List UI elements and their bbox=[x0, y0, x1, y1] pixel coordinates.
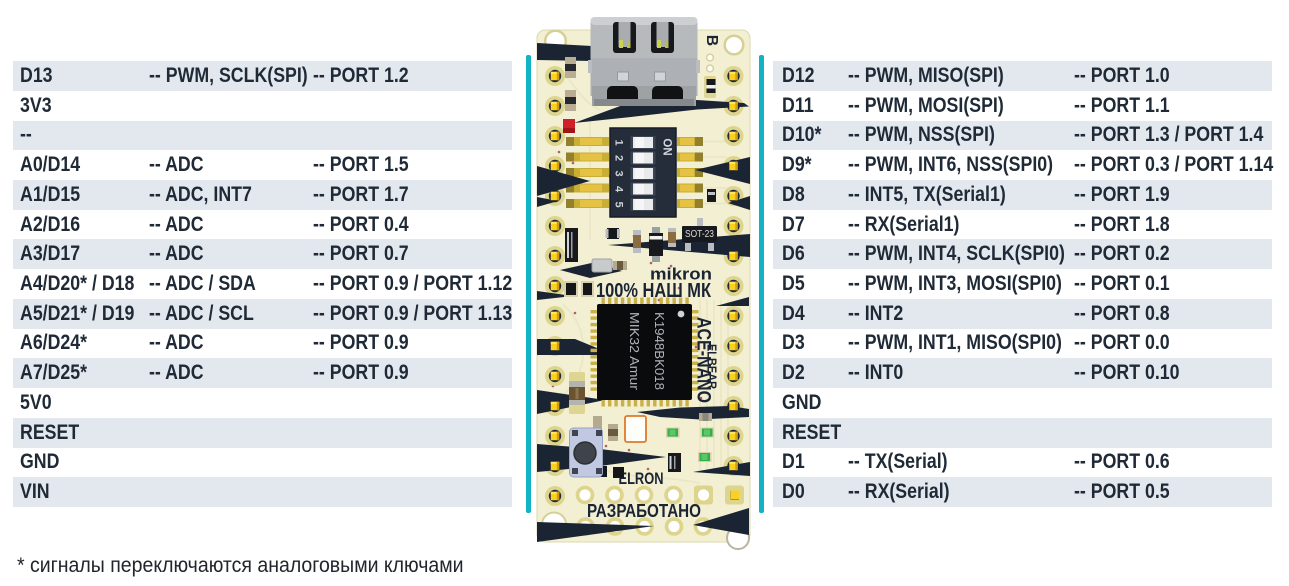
svg-text:SOT-23: SOT-23 bbox=[685, 229, 714, 240]
svg-text:B: B bbox=[703, 35, 720, 46]
svg-text:1: 1 bbox=[613, 139, 625, 145]
svg-text:ELRON: ELRON bbox=[619, 470, 664, 488]
svg-text:ACE-NANO: ACE-NANO bbox=[693, 317, 714, 403]
svg-text:100% НАШ МК: 100% НАШ МК bbox=[596, 280, 712, 302]
svg-text:РАЗРАБОТАНО: РАЗРАБОТАНО bbox=[587, 501, 701, 521]
svg-text:4: 4 bbox=[613, 186, 625, 193]
svg-text:ELBEAR: ELBEAR bbox=[705, 344, 720, 390]
svg-text:5: 5 bbox=[613, 201, 625, 207]
svg-text:2: 2 bbox=[613, 155, 625, 161]
svg-text:K1948BK018: K1948BK018 bbox=[652, 312, 666, 390]
svg-text:MIK32 Amur: MIK32 Amur bbox=[627, 312, 641, 390]
svg-text:mikron: mikron bbox=[650, 266, 712, 284]
svg-text:ON: ON bbox=[661, 138, 673, 155]
svg-text:3: 3 bbox=[613, 170, 625, 176]
